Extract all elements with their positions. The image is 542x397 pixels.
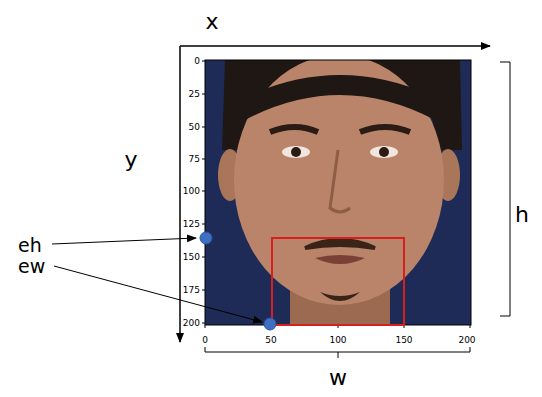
tick-label: 200 [458,336,475,345]
ew-leader [54,266,262,322]
tick-label: 75 [189,155,200,164]
axis-label: x [205,11,218,33]
tick-label: 100 [183,187,200,196]
point-label: eh [18,236,42,255]
eh-point [200,232,212,244]
tick-label: 50 [265,336,276,345]
mouth-box [272,238,404,325]
y-axis-arrow [179,46,181,342]
face-photo [205,60,471,325]
w-bracket [205,347,470,358]
tick-label: 200 [183,319,200,328]
tick-label: 150 [183,253,200,262]
tick-label: 25 [189,90,200,99]
point-label: ew [18,257,45,276]
tick-label: 125 [183,220,200,229]
eh-leader [52,238,196,244]
ew-point [264,318,276,330]
h-bracket [500,62,510,316]
tick-label: 0 [202,336,208,345]
tick-label: 0 [194,57,200,66]
tick-label: 50 [189,123,200,132]
tick-label: 150 [395,336,412,345]
x-axis-arrow [180,45,490,47]
dimension-label: w [329,367,347,389]
dimension-label: h [515,204,529,226]
tick-marks [202,61,470,328]
tick-label: 175 [183,286,200,295]
tick-label: 100 [329,336,346,345]
axis-label: y [124,149,137,171]
